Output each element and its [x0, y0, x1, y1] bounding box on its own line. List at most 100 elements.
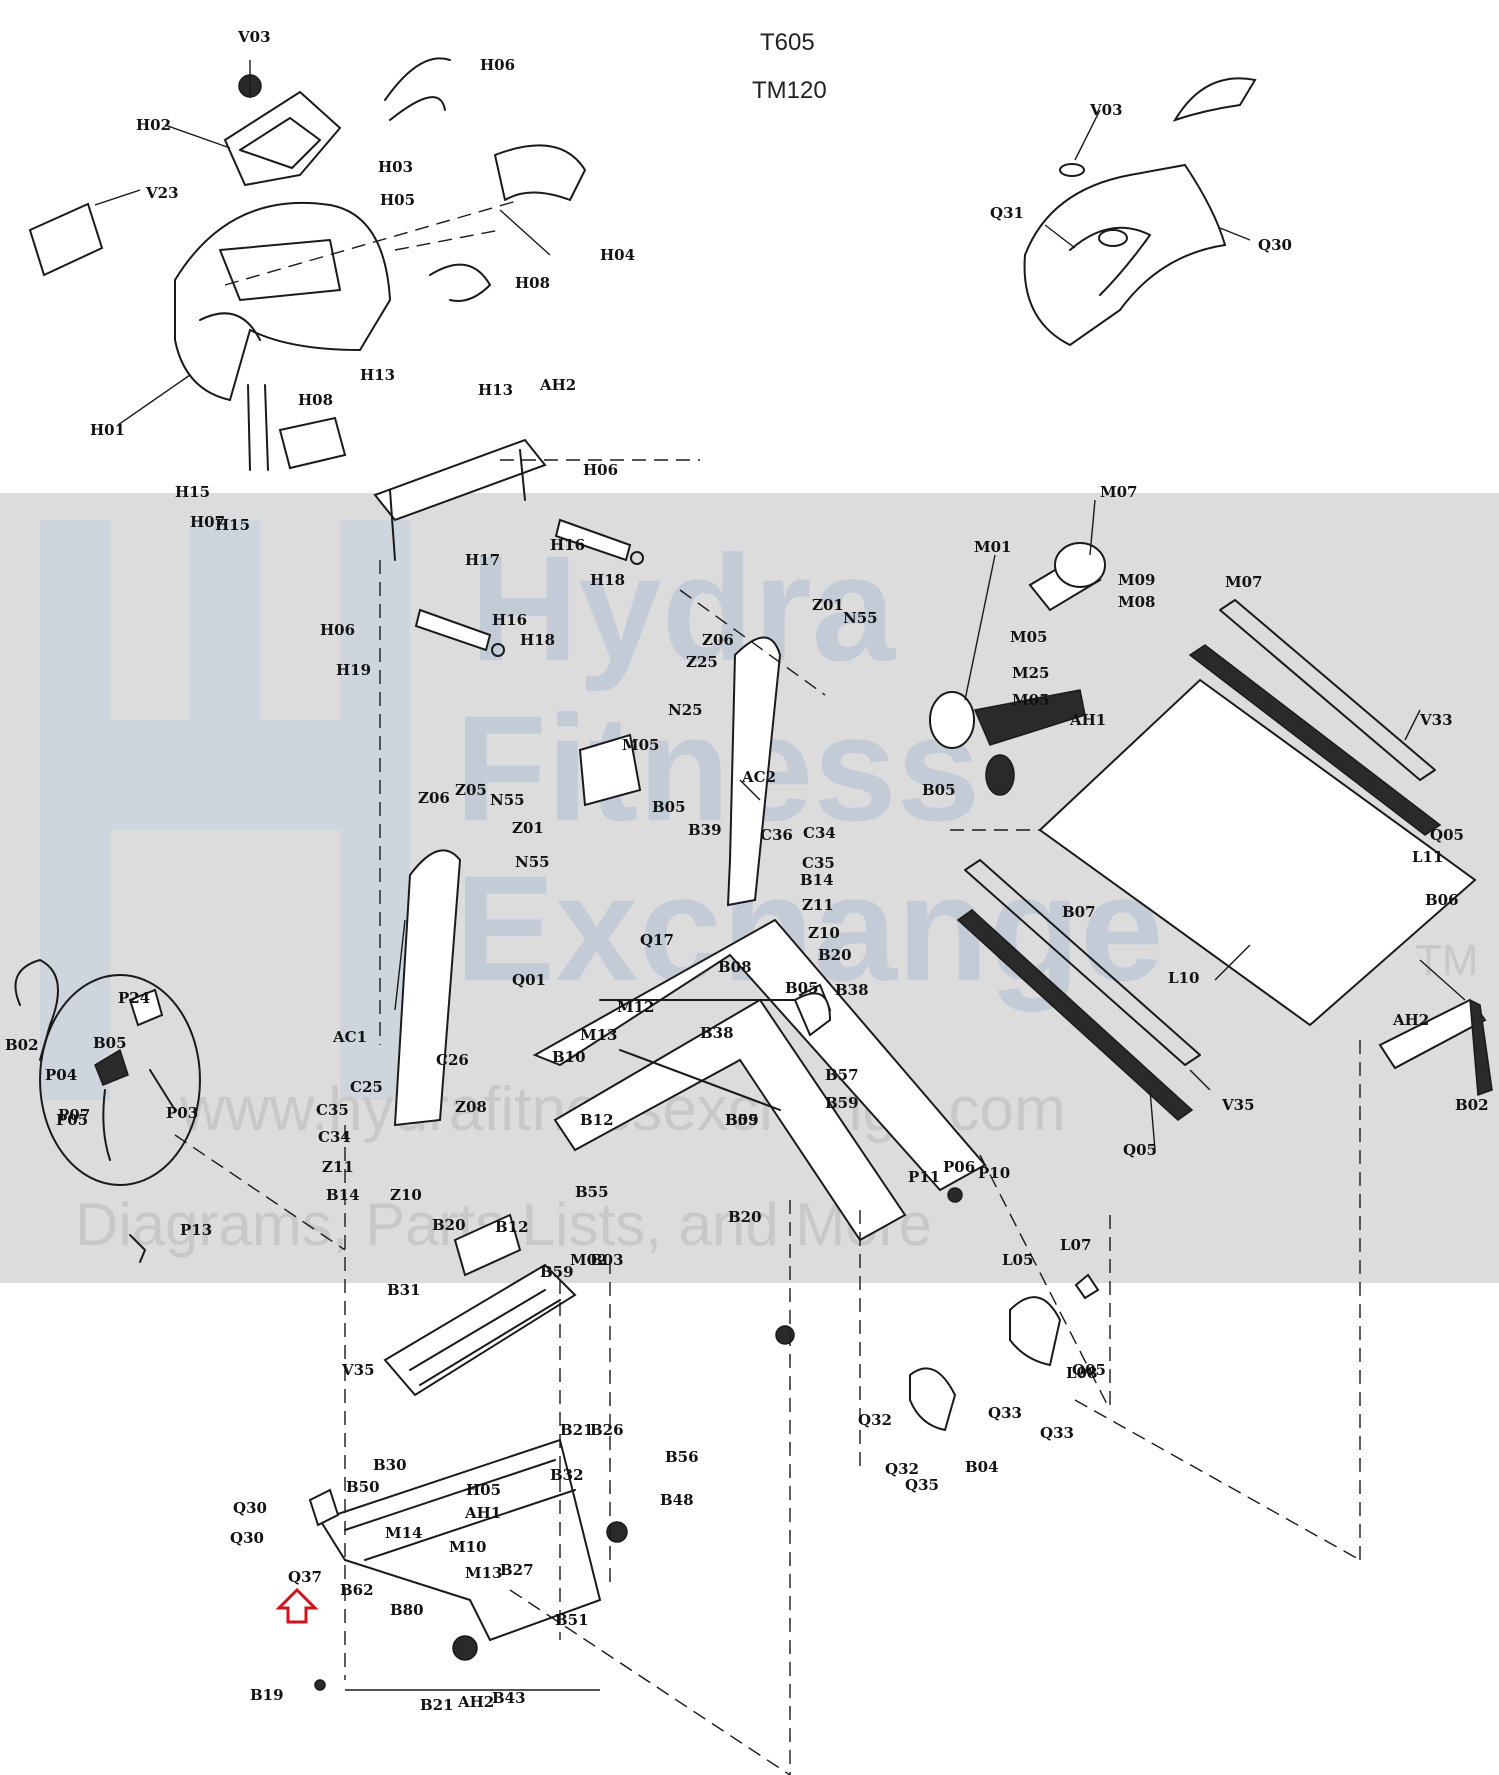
- callout-label: AH2: [1392, 1011, 1429, 1029]
- callout-label: B50: [346, 1478, 380, 1496]
- overlay-part: [28, 202, 104, 277]
- callout-label: B55: [725, 1111, 759, 1129]
- callout-label: H15: [175, 483, 210, 501]
- callout-label: B30: [373, 1456, 407, 1474]
- motor-cover-part: [1023, 163, 1227, 347]
- callout-label: B21: [420, 1696, 454, 1714]
- callout-label: H05: [466, 1481, 501, 1499]
- callout-label: B38: [700, 1024, 734, 1042]
- callout-label: H03: [378, 158, 413, 176]
- callout-label: AH1: [464, 1504, 501, 1522]
- callout-label: B59: [825, 1094, 859, 1112]
- callout-label: Q32: [858, 1411, 892, 1429]
- callout-label: H06: [480, 56, 515, 74]
- callout-label: N55: [515, 853, 550, 871]
- console-cover-part: [174, 201, 392, 402]
- rear-end-cap-part: [1009, 1296, 1062, 1367]
- callout-label: B02: [5, 1036, 39, 1054]
- callout-label: M09: [1118, 571, 1155, 589]
- callout-label: B62: [340, 1581, 374, 1599]
- title-line-2: TM120: [752, 77, 827, 104]
- callout-label: Z25: [686, 653, 718, 671]
- callout-label: B05: [922, 781, 956, 799]
- callout-label: P13: [180, 1221, 212, 1239]
- callout-label: V23: [145, 184, 179, 202]
- callout-label: L10: [1168, 969, 1199, 987]
- belt-rail-upper-part: [1188, 644, 1442, 836]
- callout-label: L11: [1412, 848, 1443, 866]
- callout-label: M01: [974, 538, 1011, 556]
- callout-label: H17: [465, 551, 500, 569]
- wheel-part: [775, 1325, 795, 1345]
- deck-frame-part: [1038, 678, 1477, 1027]
- callout-label: H16: [550, 536, 585, 554]
- callout-label: Z06: [702, 631, 734, 649]
- callout-label: P04: [45, 1066, 77, 1084]
- callout-label: B12: [580, 1111, 614, 1129]
- callout-label: Z01: [512, 819, 544, 837]
- callout-label: Z08: [455, 1098, 487, 1116]
- callout-label: AH2: [539, 376, 576, 394]
- callout-label: Z11: [802, 896, 834, 914]
- belt-rail-lower-part: [956, 909, 1194, 1121]
- callout-label: M07: [1100, 483, 1137, 501]
- callout-label: Z10: [808, 924, 840, 942]
- callout-label: AC1: [332, 1028, 367, 1046]
- bracket-part: [278, 416, 347, 470]
- callout-label: C36: [760, 826, 793, 844]
- callout-label: M05: [1010, 628, 1047, 646]
- side-rail-upper-part: [1219, 599, 1436, 781]
- callout-label: AH1: [1069, 711, 1106, 729]
- inlet-part: [94, 1048, 129, 1086]
- callout-label: Q30: [230, 1529, 264, 1547]
- callout-label: M07: [1225, 573, 1262, 591]
- drive-belt-part: [973, 689, 1086, 746]
- grip-right-part: [554, 518, 632, 562]
- callout-label: C26: [436, 1051, 469, 1069]
- callout-label: AC2: [741, 768, 776, 786]
- callout-label: B05: [785, 979, 819, 997]
- callout-label: B09: [725, 1111, 759, 1129]
- callout-label: H02: [136, 116, 171, 134]
- callout-label: C25: [350, 1078, 383, 1096]
- callout-label: N25: [668, 701, 703, 719]
- label-part: [1074, 1273, 1100, 1300]
- callout-label: P03: [166, 1104, 198, 1122]
- callout-label: P07: [58, 1106, 90, 1124]
- callout-label: B80: [390, 1601, 424, 1619]
- callout-labels: V03 H06 H02 H03 H05 V23 H04 H08 H01 H13 …: [5, 28, 1489, 1714]
- callout-label: B55: [575, 1183, 609, 1201]
- incline-motor-part: [453, 1213, 522, 1277]
- callout-label: M08: [1118, 593, 1155, 611]
- callout-label: Q35: [905, 1476, 939, 1494]
- callout-label: M12: [617, 998, 654, 1016]
- callout-label: H18: [520, 631, 555, 649]
- callout-label: C35: [802, 854, 835, 872]
- motor-hood-part: [1172, 77, 1257, 122]
- callout-label: B51: [555, 1611, 589, 1629]
- pulse-cable-part: [429, 263, 491, 302]
- callout-label: H06: [320, 621, 355, 639]
- callout-label: M13: [580, 1026, 617, 1044]
- callout-label: B20: [818, 946, 852, 964]
- callout-label: B10: [552, 1048, 586, 1066]
- callout-label: Q05: [1072, 1361, 1106, 1379]
- power-cord-part: [14, 959, 59, 1061]
- callout-label: B21: [560, 1421, 594, 1439]
- callout-label: B04: [965, 1458, 999, 1476]
- callout-label: Z11: [322, 1158, 354, 1176]
- callout-label: B59: [540, 1263, 574, 1281]
- callout-label: Q01: [512, 971, 546, 989]
- grip-left-part: [414, 608, 492, 652]
- callout-label: B08: [718, 958, 752, 976]
- handlebar-strap-part: [384, 57, 451, 121]
- leader-lines: [94, 60, 1466, 1151]
- callout-label: B57: [825, 1066, 859, 1084]
- callout-label: P10: [978, 1164, 1010, 1182]
- callout-label: M10: [449, 1538, 486, 1556]
- front-roller-part: [985, 754, 1015, 796]
- motor-cover-assembly: [1023, 77, 1257, 347]
- callout-label: B06: [1425, 891, 1459, 909]
- rear-roller-part: [1378, 998, 1487, 1070]
